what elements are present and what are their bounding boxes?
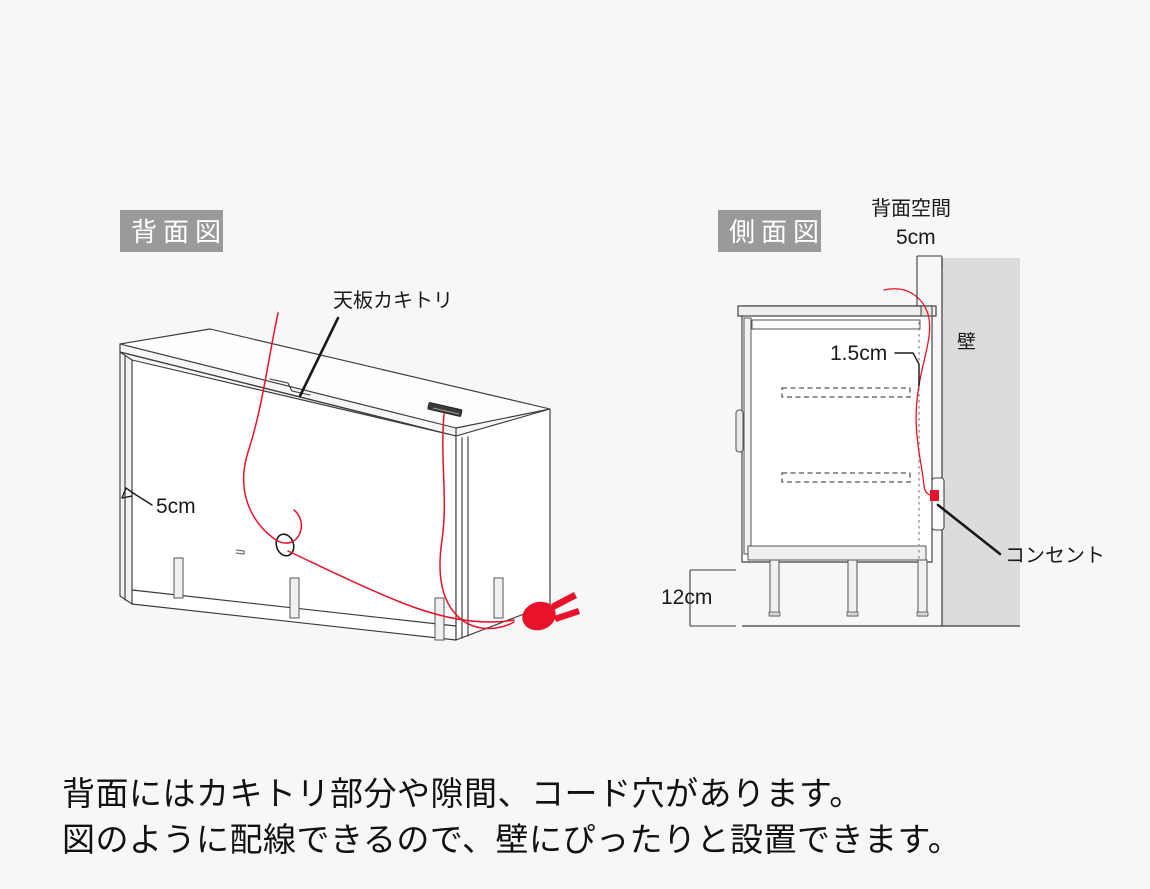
leg-2 — [289, 577, 300, 619]
leg-4 — [493, 577, 504, 619]
rear-space-dimension: 背面空間 5cm — [871, 197, 951, 306]
side-gap-label: 5cm — [156, 495, 196, 518]
plug-body — [522, 601, 556, 631]
cabinet-left-edge-board — [119, 351, 133, 605]
side-view-legs — [768, 559, 929, 617]
cabinet-top-lip-edge — [119, 351, 457, 437]
cabinet-legs-back-view — [173, 557, 504, 641]
shelf-upper — [781, 387, 911, 398]
shelf-gap-label: 1.5cm — [830, 342, 887, 365]
leg-3 — [434, 597, 445, 641]
leg-height-dimension: 12cm — [661, 569, 736, 627]
wall-label: 壁 — [957, 331, 976, 353]
outlet-label: コンセント — [1005, 545, 1105, 567]
wall-band — [942, 258, 1020, 626]
cord-notch-slot — [432, 407, 460, 415]
side-leg-1 — [769, 559, 780, 617]
back-view-cabinet — [119, 328, 551, 641]
back-view-badge-label: 背面図 — [131, 217, 227, 247]
back-view-badge: 背面図 — [120, 210, 227, 252]
side-cord-path — [883, 288, 935, 496]
caption-line-1: 背面にはカキトリ部分や隙間、コード穴があります。 — [62, 775, 863, 812]
side-door-face — [743, 317, 752, 555]
shelf-lower — [781, 472, 911, 483]
caption-block: 背面にはカキトリ部分や隙間、コード穴があります。 図のように配線できるので、壁に… — [62, 775, 961, 858]
leg-1 — [173, 557, 184, 599]
side-view-badge-box — [718, 210, 821, 252]
cord-path-to-plug — [287, 550, 515, 623]
side-bottom-rail — [747, 545, 927, 561]
side-foot-3 — [916, 611, 929, 617]
cord-path-right-vertical — [439, 413, 515, 630]
side-leg-3 — [917, 559, 928, 617]
top-cutout-leader — [298, 316, 340, 398]
caption-line-2: 図のように配線できるので、壁にぴったりと設置できます。 — [62, 821, 961, 858]
side-gap-leader — [132, 492, 153, 506]
door-handle — [735, 409, 744, 453]
side-foot-2 — [846, 611, 859, 617]
wall-outlet — [930, 477, 945, 531]
power-plug — [522, 592, 580, 631]
shelf-gap-annotation: 1.5cm — [830, 342, 920, 387]
side-leg-2 — [847, 559, 858, 617]
side-gap-arrow — [121, 487, 134, 499]
rear-space-value: 5cm — [896, 226, 936, 249]
rail-bracket — [235, 549, 245, 555]
side-view-group: 側面図 壁 — [661, 197, 1105, 627]
side-view-badge: 側面図 — [718, 210, 825, 252]
plug-prong-2 — [554, 608, 580, 622]
cord-path-left-loop — [242, 312, 303, 544]
outlet-leader — [936, 503, 1002, 556]
top-cutout-annotation: 天板カキトリ — [298, 289, 453, 398]
top-cutout-label: 天板カキトリ — [333, 289, 453, 312]
outlet-socket-live — [930, 490, 939, 501]
side-gap-annotation: 5cm — [121, 487, 196, 518]
plug-prong-1 — [551, 592, 577, 610]
side-view-cabinet — [735, 305, 1020, 627]
back-view-badge-box — [120, 210, 223, 252]
side-top-panel — [737, 305, 937, 317]
cord-hole — [275, 533, 295, 557]
side-foot-1 — [768, 611, 781, 617]
rear-space-title: 背面空間 — [871, 197, 951, 220]
side-view-badge-label: 側面図 — [729, 217, 825, 247]
back-view-group: 背面図 — [119, 210, 580, 641]
cabinet-right-side-panel — [455, 408, 551, 641]
outlet-annotation: コンセント — [936, 503, 1105, 567]
top-cord-notch-hardware — [427, 402, 463, 417]
side-inner-top-rail — [751, 319, 921, 330]
shelf-gap-leader — [894, 352, 920, 387]
leg-height-label: 12cm — [661, 586, 712, 609]
